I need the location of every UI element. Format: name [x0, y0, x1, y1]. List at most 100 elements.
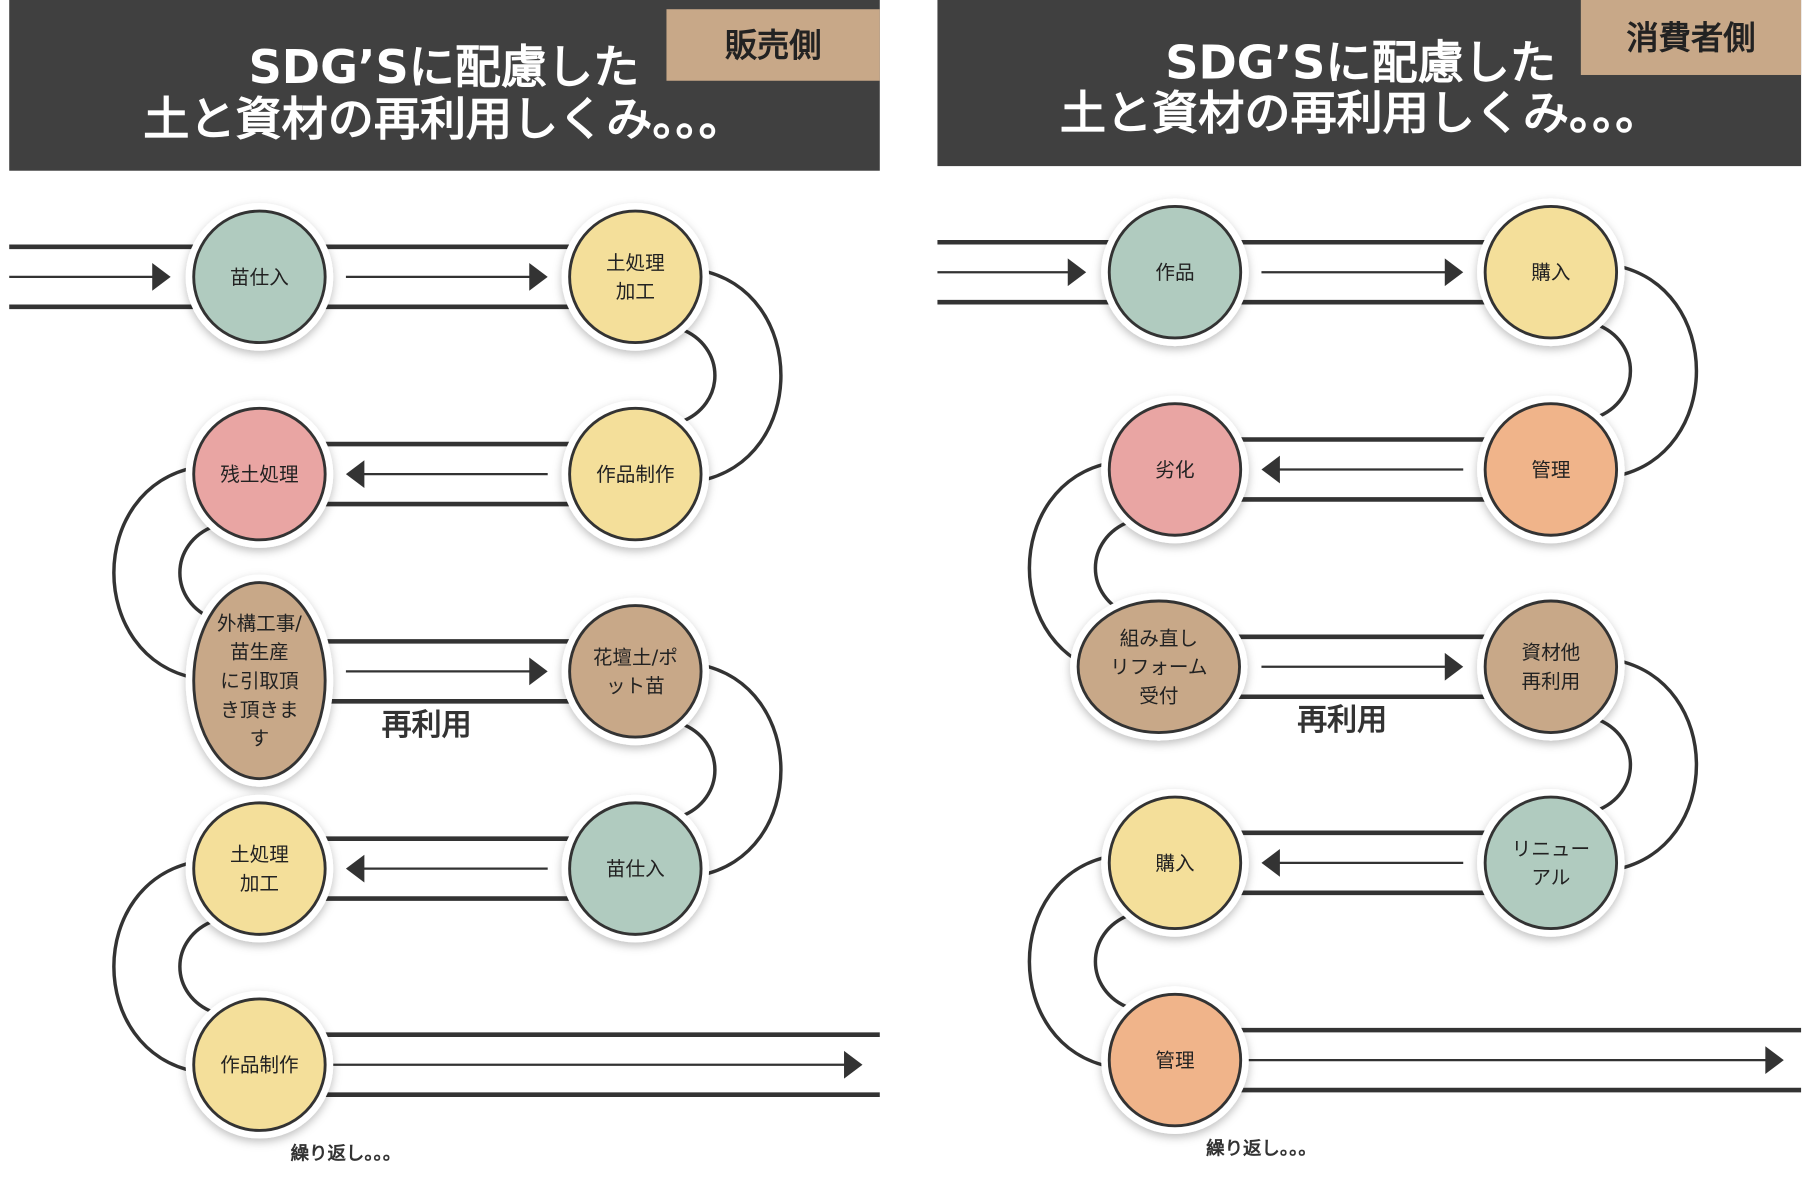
flow-node: 苗仕入	[185, 203, 334, 351]
node-circle	[192, 581, 327, 781]
flow-node: 作品制作	[185, 990, 334, 1139]
node-label: 購入	[1155, 852, 1194, 875]
node-label: ット苗	[606, 675, 665, 698]
node-label: 残土処理	[220, 463, 298, 486]
arrow-left-icon	[1261, 455, 1280, 484]
node-label: 劣化	[1155, 458, 1194, 481]
consumer-side-panel: 消費者側SDG’Sに配慮した土と資材の再利用しくみ。。。作品購入管理劣化組み直し…	[937, 0, 1802, 1202]
node-label: 苗生産	[230, 641, 289, 664]
seller-side-panel: 販売側SDG’Sに配慮した土と資材の再利用しくみ。。。苗仕入土処理加工作品制作残…	[9, 0, 880, 1202]
flow-node: 購入	[1477, 198, 1625, 347]
repeat-label: 繰り返し。。。	[1206, 1138, 1317, 1160]
node-label: アル	[1531, 866, 1570, 889]
connector-curve	[679, 721, 717, 819]
connector-curve	[1613, 658, 1699, 872]
arrow-right-icon	[1067, 258, 1087, 287]
connector-curve	[1613, 263, 1699, 479]
node-label: 外構工事/	[217, 612, 302, 635]
connector-curve	[698, 662, 783, 878]
node-circle	[192, 209, 327, 345]
node-label: 作品	[1155, 261, 1194, 284]
node-label: 管理	[1155, 1049, 1194, 1072]
node-circle	[568, 209, 703, 345]
side-tag	[1580, 0, 1802, 75]
node-circle	[192, 997, 327, 1132]
arrow-right-icon	[529, 657, 548, 686]
repeat-label: 繰り返し。。。	[291, 1142, 402, 1164]
node-circle	[1076, 599, 1241, 734]
arrow-left-icon	[345, 460, 365, 488]
reuse-label: 再利用	[382, 708, 472, 743]
connector-curve	[112, 860, 197, 1074]
flow-node: 購入	[1101, 789, 1249, 937]
connector-curve	[679, 327, 717, 424]
flow-node: 苗仕入	[561, 794, 710, 943]
node-label: 受付	[1139, 685, 1178, 708]
flow-node: 作品	[1101, 198, 1249, 347]
node-label: 苗仕入	[230, 266, 289, 289]
node-circle	[192, 406, 327, 542]
arrow-left-icon	[1261, 849, 1280, 877]
node-label: 花壇土/ポ	[593, 646, 678, 669]
node-circle	[1483, 599, 1619, 734]
node-circle	[192, 801, 327, 936]
node-circle	[1483, 402, 1619, 537]
arrow-right-icon	[1765, 1046, 1784, 1074]
node-label: リニュー	[1512, 837, 1590, 860]
node-label: す	[250, 727, 270, 750]
side-tag	[666, 9, 880, 81]
node-circle	[568, 604, 703, 739]
node-label: き頂きま	[220, 698, 298, 721]
side-tag-label: 販売側	[725, 27, 822, 65]
arrow-right-icon	[529, 263, 548, 291]
node-label: 購入	[1531, 261, 1570, 284]
node-label: 組み直し	[1120, 627, 1198, 650]
node-label: に引取頂	[220, 670, 299, 693]
node-label: 再利用	[1521, 670, 1580, 693]
node-label: 作品制作	[596, 463, 674, 486]
flow-node: 残土処理	[185, 400, 334, 548]
node-circle	[1483, 795, 1619, 931]
side-tag-label: 消費者側	[1626, 19, 1755, 57]
connector-curve	[178, 524, 216, 622]
arrow-right-icon	[152, 263, 171, 291]
connector-curve	[1093, 913, 1131, 1010]
node-circle	[1107, 992, 1243, 1128]
connector-curve	[112, 465, 197, 680]
connector-curve	[1027, 854, 1112, 1069]
node-circle	[568, 801, 703, 936]
title-line: SDG’Sに配慮した	[1165, 35, 1556, 89]
node-circle	[1107, 795, 1243, 931]
node-label: 土処理	[606, 251, 665, 274]
flow-node: 管理	[1101, 986, 1249, 1134]
connector-curve	[1595, 322, 1632, 420]
node-label: 加工	[240, 872, 279, 895]
title-line: 土と資材の再利用しくみ。。。	[1060, 86, 1661, 140]
node-label: リフォーム	[1110, 656, 1207, 679]
arrow-left-icon	[345, 854, 365, 883]
arrow-right-icon	[844, 1050, 863, 1079]
flow-node: 劣化	[1101, 395, 1249, 544]
reuse-label: 再利用	[1297, 703, 1387, 738]
title-line: 土と資材の再利用しくみ。。。	[143, 92, 744, 146]
title-line: SDG’Sに配慮した	[249, 40, 640, 94]
panel-background	[937, 0, 1802, 1202]
flow-node: 管理	[1477, 395, 1625, 544]
flow-node: 作品制作	[561, 400, 710, 548]
node-label: 土処理	[230, 843, 289, 866]
node-circle	[568, 406, 703, 542]
connector-curve	[1595, 717, 1632, 813]
connector-curve	[178, 918, 216, 1015]
node-label: 資材他	[1521, 641, 1580, 664]
node-label: 管理	[1531, 458, 1570, 481]
node-circle	[1107, 205, 1243, 340]
arrow-right-icon	[1444, 652, 1464, 681]
node-label: 苗仕入	[606, 858, 665, 881]
